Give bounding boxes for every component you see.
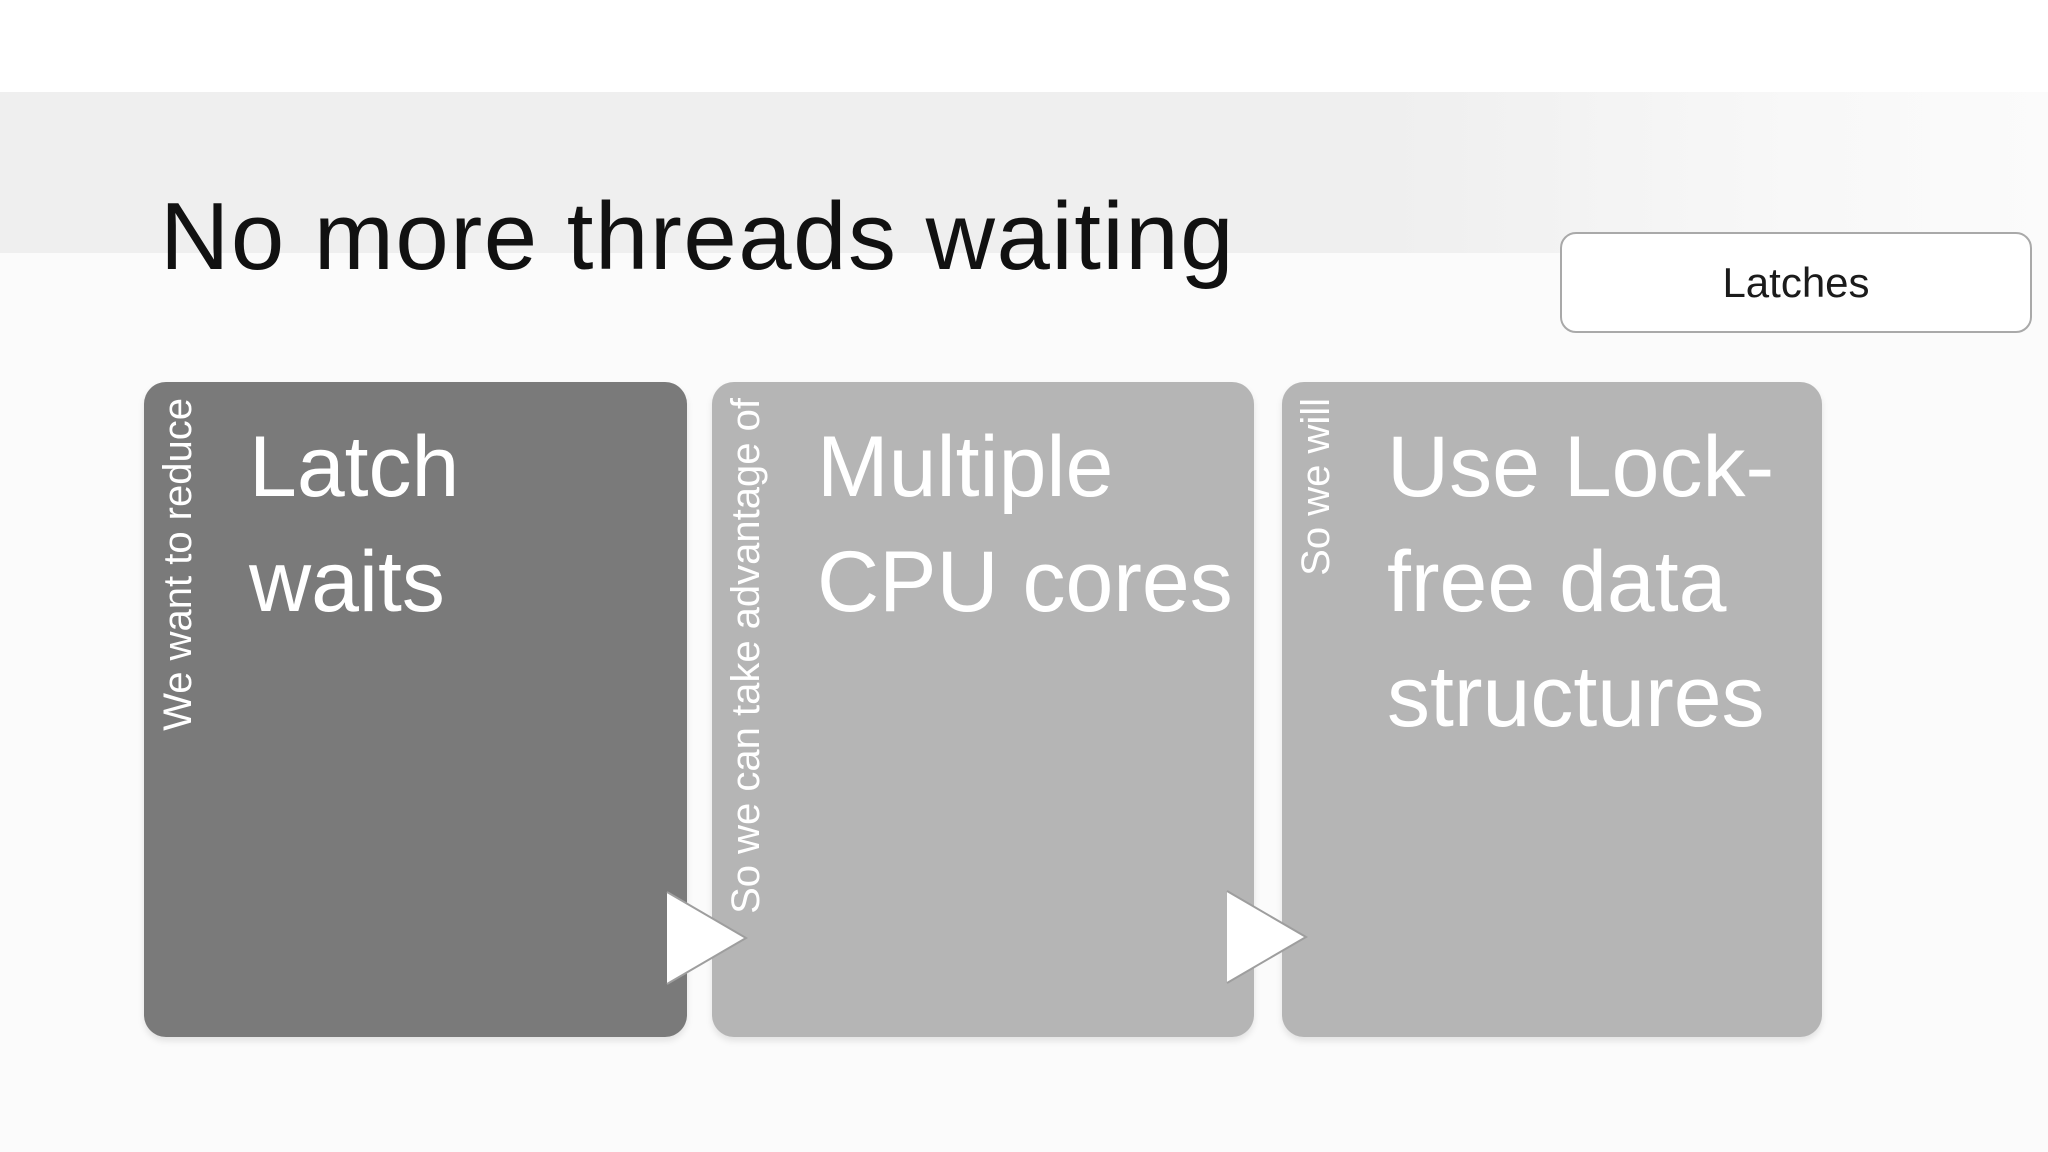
step-main-text: Multiple CPU cores (817, 419, 1233, 630)
title-band: No more threads waiting (0, 92, 2048, 290)
process-step-lock-free-structures: So we will Use Lock- free data structure… (1282, 382, 1822, 1037)
step-main-text: Latch waits (249, 419, 460, 630)
latches-callout: Latches (1560, 232, 2032, 333)
slide-title: No more threads waiting (160, 183, 1235, 291)
process-step-latch-waits: We want to reduce Latch waits (144, 382, 687, 1037)
top-strip (0, 0, 2048, 92)
process-step-multiple-cpu-cores: So we can take advantage of Multiple CPU… (712, 382, 1254, 1037)
latches-callout-label: Latches (1722, 259, 1870, 306)
step-main-text: Use Lock- free data structures (1387, 419, 1775, 745)
step-side-label: We want to reduce (156, 398, 200, 731)
right-arrow-triangle-icon (666, 891, 748, 985)
right-arrow-triangle-icon (1226, 890, 1308, 984)
